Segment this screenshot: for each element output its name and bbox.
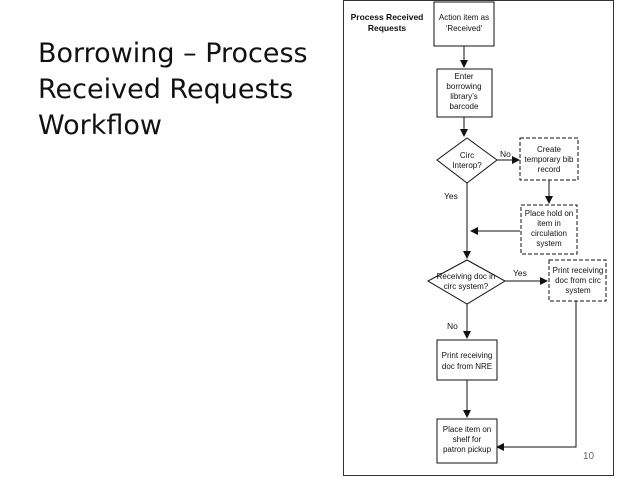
node-create-bib-line-2: temporary bib — [525, 155, 574, 164]
title-line-3: Workflow — [38, 110, 162, 141]
node-enter-barcode-line-1: Enter — [454, 72, 473, 81]
page-number: 10 — [583, 451, 595, 462]
node-enter-barcode-line-2: borrowing — [446, 82, 481, 91]
edge-label-receiving-no: No — [447, 321, 458, 331]
connectors — [460, 46, 577, 451]
node-enter-barcode-line-3: library’s — [450, 92, 477, 101]
decision-circ-interop-line-1: Circ — [460, 151, 474, 160]
node-action-item: Action item as ‘Received’ — [433, 1, 495, 47]
node-create-bib: Create temporary bib record — [519, 137, 579, 181]
decision-circ-interop-line-2: Interop? — [452, 161, 482, 170]
edge-print-circ-to-shelf — [496, 301, 577, 451]
node-place-hold: Place hold on item in circulation system — [520, 204, 578, 255]
node-create-bib-line-3: record — [538, 165, 561, 174]
decision-receiving-doc: Receiving doc in circ system? — [426, 259, 506, 305]
lane-title-line-2: Requests — [368, 23, 407, 33]
node-print-circ-line-1: Print receiving — [553, 266, 604, 275]
node-place-shelf-line-1: Place item on — [443, 425, 491, 434]
node-print-nre-line-2: doc from NRE — [442, 362, 492, 371]
node-place-shelf-line-2: shelf for — [453, 435, 482, 444]
node-print-nre: Print receiving doc from NRE — [436, 339, 498, 381]
node-print-nre-line-1: Print receiving — [442, 351, 493, 360]
edge-label-receiving-yes: Yes — [513, 268, 527, 278]
node-place-shelf-line-3: patron pickup — [443, 445, 492, 454]
title-line-1: Borrowing – Process — [38, 38, 308, 69]
node-place-hold-line-3: circulation — [531, 229, 567, 238]
node-place-shelf: Place item on shelf for patron pickup — [436, 418, 498, 464]
node-place-hold-line-2: item in — [537, 219, 561, 228]
lane-title: Process Received Requests — [351, 12, 424, 33]
decision-receiving-doc-line-2: circ system? — [444, 282, 489, 291]
node-action-item-line-2: ‘Received’ — [446, 24, 483, 33]
node-action-item-line-1: Action item as — [439, 13, 489, 22]
node-place-hold-line-4: system — [536, 239, 562, 248]
slide-title: Borrowing – Process Received Requests Wo… — [38, 36, 338, 144]
edge-label-interop-no: No — [500, 149, 511, 159]
decision-receiving-doc-line-1: Receiving doc in — [437, 272, 496, 281]
node-enter-barcode-line-4: barcode — [450, 102, 479, 111]
decision-circ-interop: Circ Interop? — [436, 137, 498, 184]
lane-title-line-1: Process Received — [351, 12, 424, 22]
node-create-bib-line-1: Create — [537, 145, 562, 154]
node-print-circ-line-2: doc from circ — [555, 276, 601, 285]
node-enter-barcode: Enter borrowing library’s barcode — [436, 68, 493, 118]
node-place-hold-line-1: Place hold on — [525, 209, 573, 218]
node-print-circ: Print receiving doc from circ system — [548, 259, 607, 302]
edge-label-interop-yes: Yes — [444, 191, 458, 201]
node-print-circ-line-3: system — [565, 286, 591, 295]
title-line-2: Received Requests — [38, 74, 294, 105]
